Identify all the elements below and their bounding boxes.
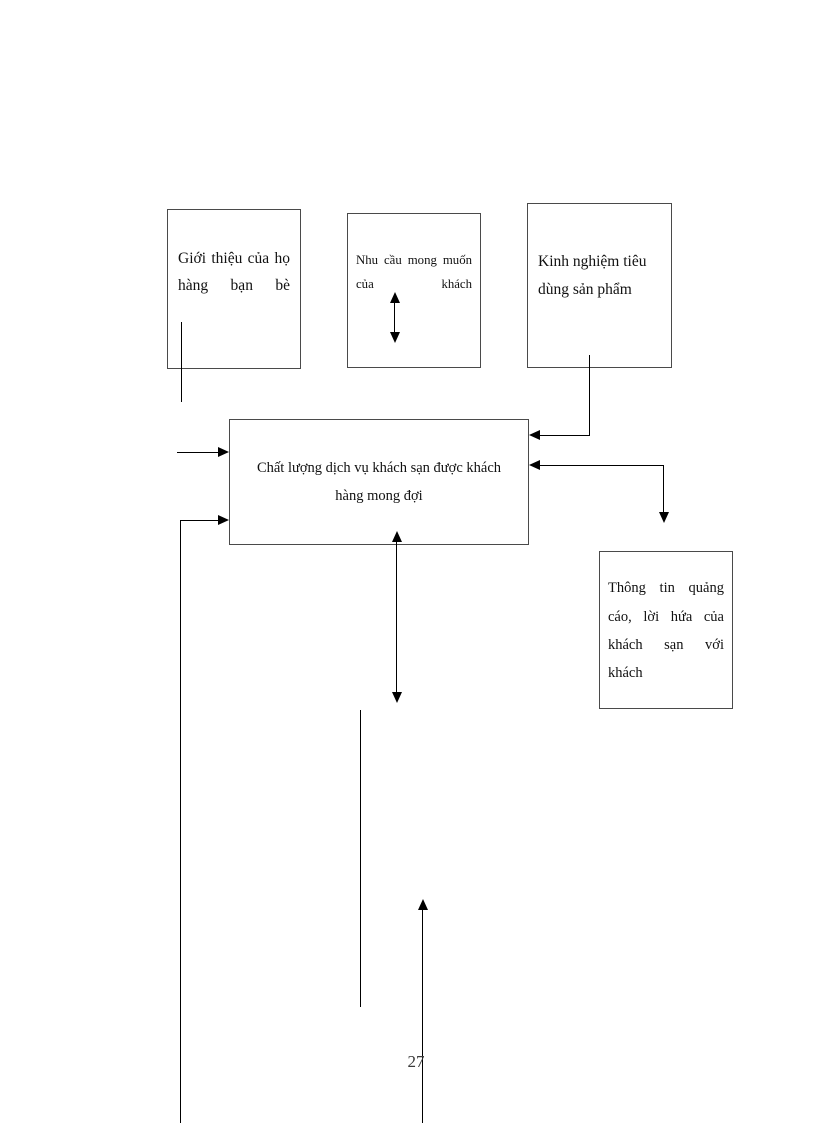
connector-left-inflow-upper-arrowhead: [218, 447, 229, 457]
node-needs[interactable]: Nhu cầu mong muốn của khách: [347, 213, 481, 368]
connector-left-inflow-lower-shaft: [180, 520, 222, 521]
connector-promises-arrowhead-down: [659, 512, 669, 523]
connector-promises-down-stem: [663, 465, 664, 514]
connector-center-arrowhead-down: [392, 692, 402, 703]
connector-center-arrowhead-up: [392, 531, 402, 542]
connector-center-double-shaft: [396, 540, 397, 698]
connector-right-inflow-upper-arrowhead: [529, 430, 540, 440]
connector-mid-vertical-stem: [360, 710, 361, 1007]
connector-bottom-up-shaft: [422, 908, 423, 1123]
page-number: 27: [407, 1052, 425, 1071]
node-promises-label: Thông tin quảng cáo, lời hứa của khách s…: [608, 580, 724, 682]
node-experience-label: Kinh nghiệm tiêu dùng sản phẩm: [538, 253, 647, 298]
connector-long-left-stem: [180, 520, 181, 1123]
connector-needs-arrowhead-up: [390, 292, 400, 303]
connector-bottom-up-arrowhead: [418, 899, 428, 910]
connector-right-inflow-lower-shaft: [540, 465, 664, 466]
node-referral-label: Giới thiệu của họ hàng bạn bè: [178, 249, 290, 294]
connector-needs-arrowhead-down: [390, 332, 400, 343]
connector-experience-down-stem: [589, 355, 590, 435]
connector-right-inflow-lower-arrowhead: [529, 460, 540, 470]
connector-left-inflow-upper-shaft: [177, 452, 222, 453]
node-expected-quality-label: Chất lượng dịch vụ khách sạn được khách …: [256, 459, 502, 504]
node-expected-quality[interactable]: Chất lượng dịch vụ khách sạn được khách …: [229, 419, 529, 545]
connector-needs-double-shaft: [394, 298, 395, 338]
connector-referral-down-stem: [181, 322, 182, 402]
connector-left-inflow-lower-arrowhead: [218, 515, 229, 525]
connector-right-inflow-upper-shaft: [540, 435, 590, 436]
node-referral[interactable]: Giới thiệu của họ hàng bạn bè: [167, 209, 301, 369]
node-experience[interactable]: Kinh nghiệm tiêu dùng sản phẩm: [527, 203, 672, 368]
node-needs-label: Nhu cầu mong muốn của khách: [356, 252, 472, 291]
node-promises[interactable]: Thông tin quảng cáo, lời hứa của khách s…: [599, 551, 733, 709]
